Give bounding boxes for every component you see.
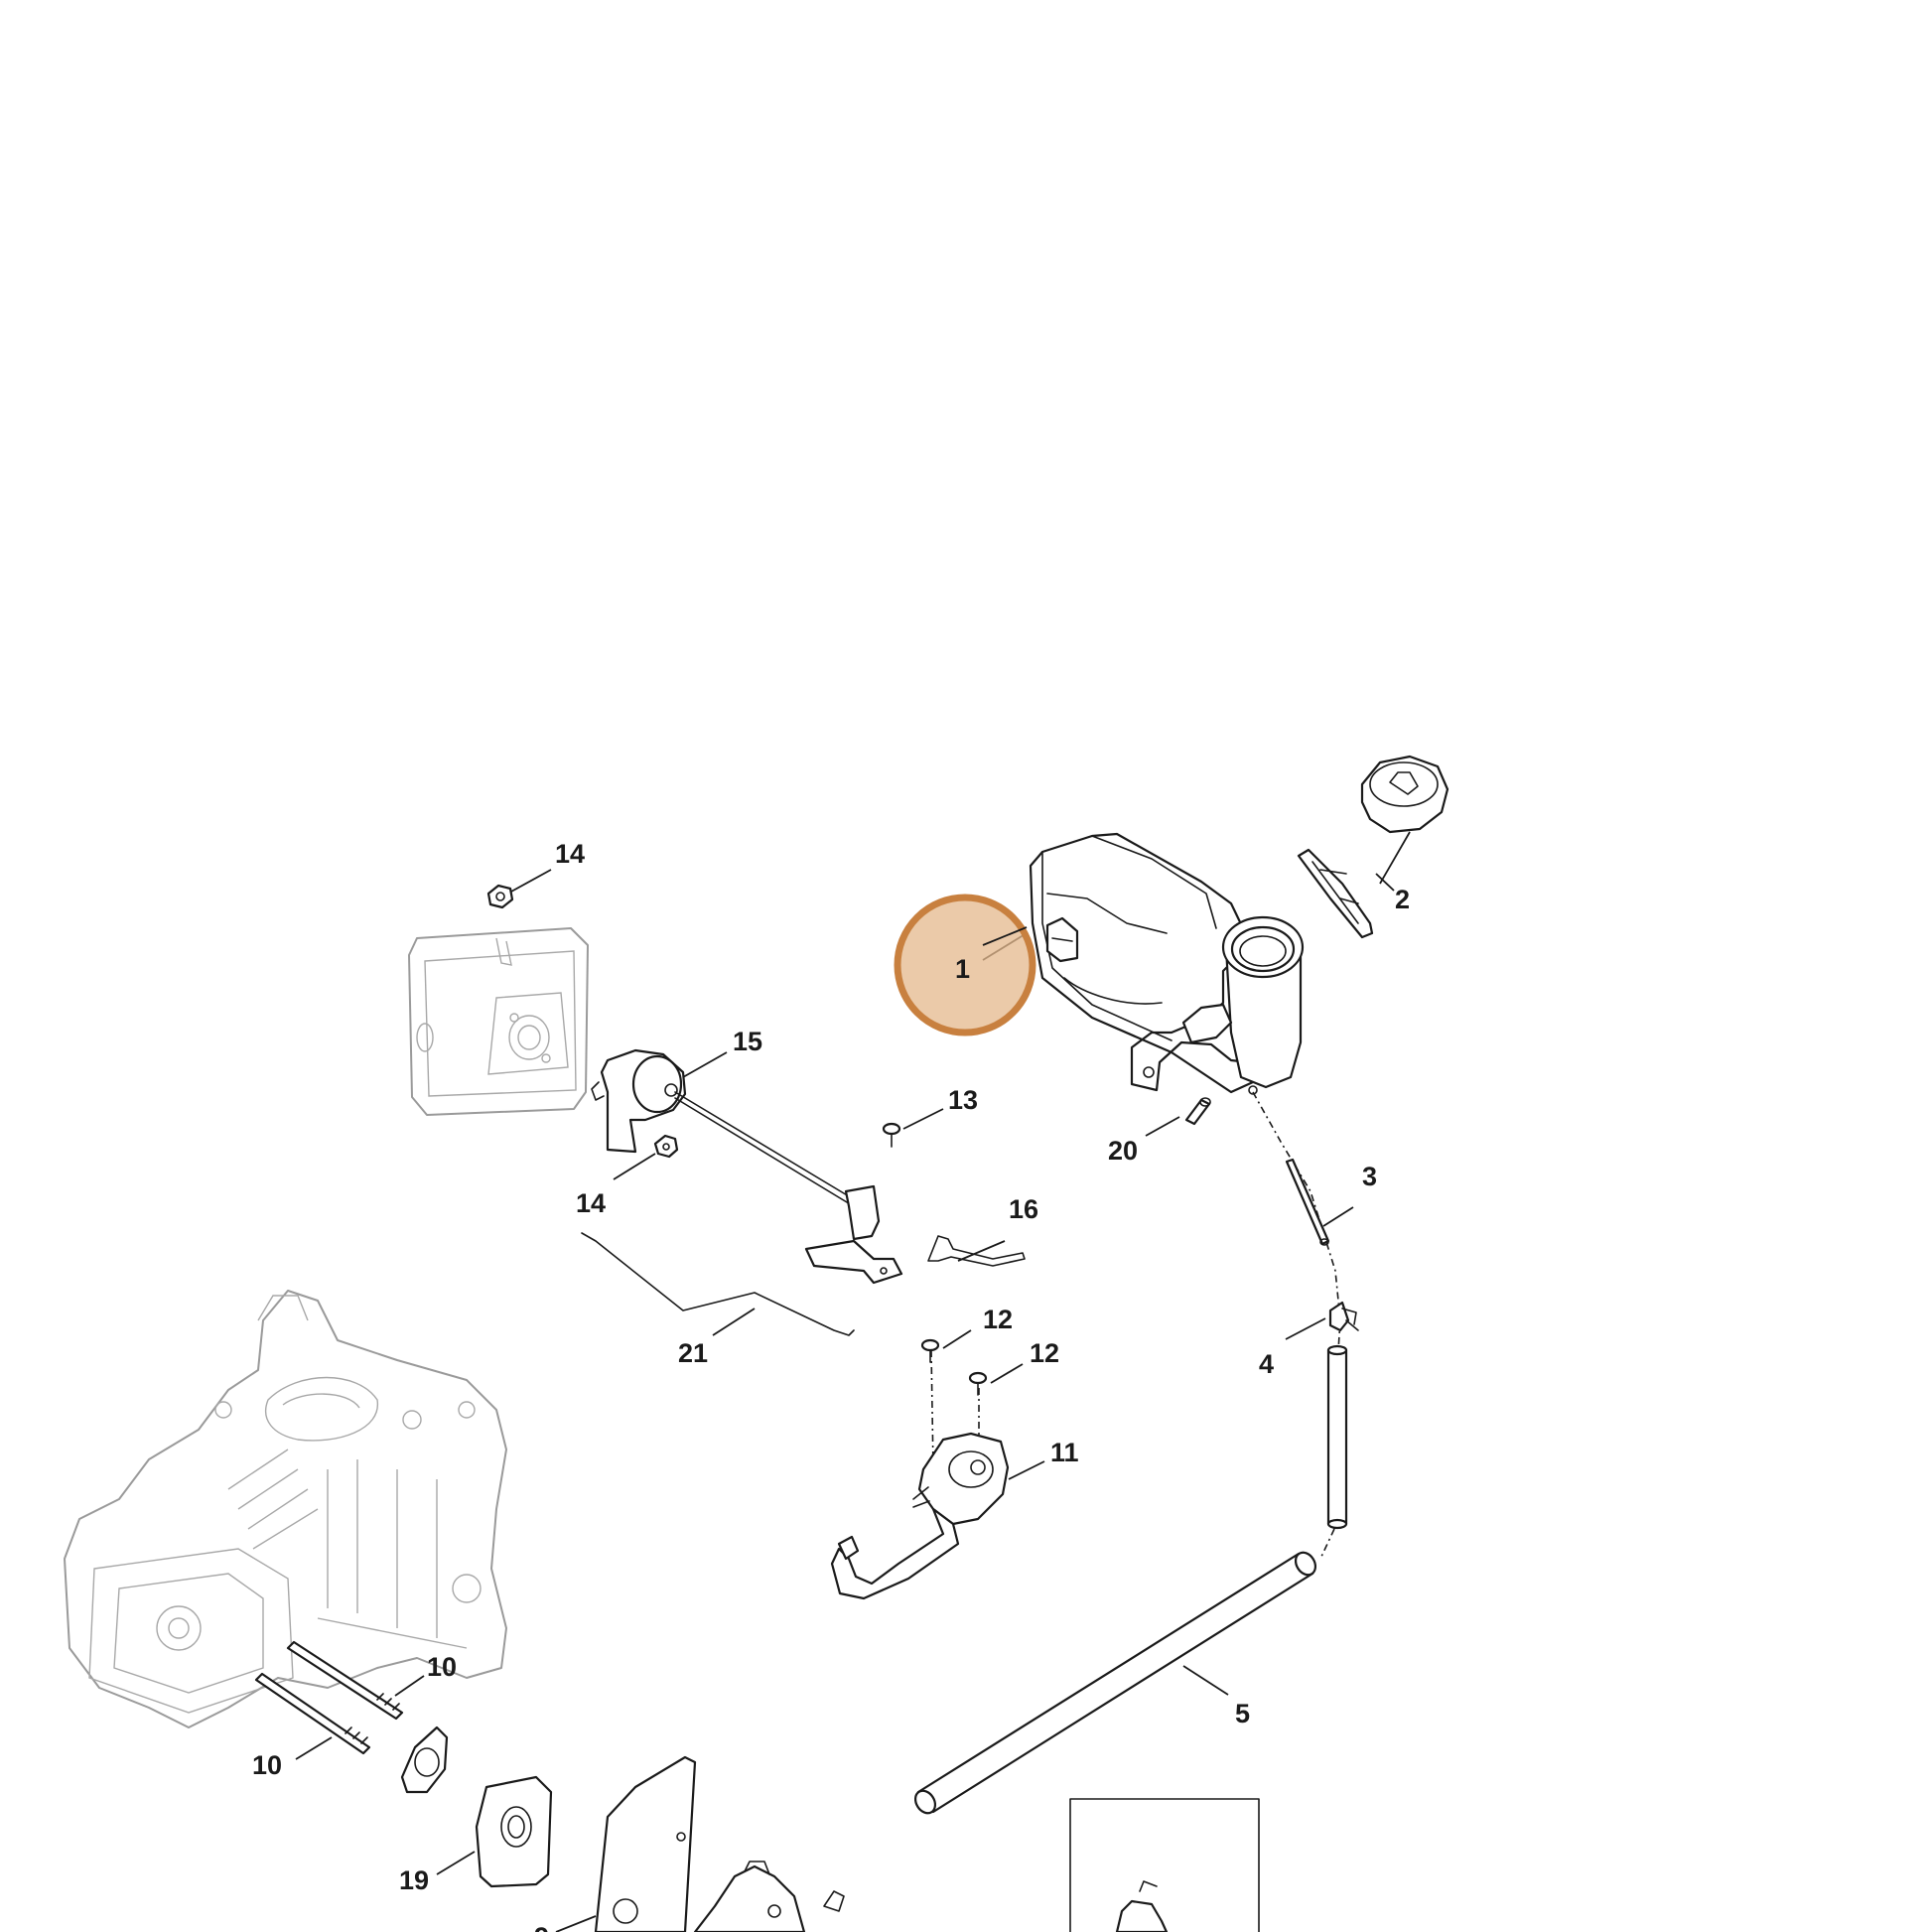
callout-20[interactable]: 20: [1108, 1136, 1138, 1166]
screws-12-drawing: [920, 1338, 988, 1396]
fuel-cap-2-drawing: [1297, 755, 1449, 939]
callout-5[interactable]: 5: [1235, 1699, 1250, 1728]
spacer-19-drawing: [475, 1775, 553, 1888]
callout-13[interactable]: 13: [948, 1085, 978, 1115]
callout-10-upper[interactable]: 10: [427, 1652, 457, 1682]
callout-9[interactable]: 9: [534, 1922, 549, 1932]
gasket-plate-9-drawing: [594, 1755, 697, 1932]
control-assembly-15-drawing: [591, 1048, 903, 1285]
fuel-filter-3-drawing: [1285, 1158, 1330, 1246]
hose-clip-4-drawing: [1328, 1301, 1359, 1332]
callout-16[interactable]: 16: [1009, 1194, 1038, 1224]
callout-15[interactable]: 15: [733, 1027, 762, 1056]
callout-12-upper[interactable]: 12: [983, 1305, 1013, 1334]
gasket-small-drawing: [400, 1725, 449, 1794]
inset-detail-box: [1069, 1798, 1260, 1932]
callout-10-lower[interactable]: 10: [252, 1750, 282, 1780]
studs-10-drawing: [254, 1640, 404, 1755]
selected-part-highlight[interactable]: [894, 894, 1036, 1036]
callout-14-lower[interactable]: 14: [576, 1188, 606, 1218]
callout-19[interactable]: 19: [399, 1865, 429, 1895]
callout-1[interactable]: 1: [955, 954, 970, 984]
nut-14-top-drawing: [486, 884, 514, 909]
fuel-hose-drawing: [1326, 1344, 1348, 1530]
callout-21[interactable]: 21: [678, 1338, 708, 1368]
callout-labels: 1 2 3 4 5 10 10 11 12 12 13 14 14 15 16 …: [252, 839, 1410, 1932]
rod-16-drawing: [927, 1235, 1026, 1267]
callout-3[interactable]: 3: [1362, 1162, 1377, 1191]
fuel-tank-1-drawing: [1029, 832, 1305, 1095]
nut-14-lower-drawing: [653, 1134, 679, 1159]
callout-12-lower[interactable]: 12: [1030, 1338, 1059, 1368]
fuel-pump-11-drawing: [830, 1432, 1010, 1600]
bolt-20-drawing: [1184, 1097, 1211, 1126]
callout-14-top[interactable]: 14: [555, 839, 585, 869]
callout-11[interactable]: 11: [1050, 1438, 1079, 1467]
callout-4[interactable]: 4: [1259, 1349, 1274, 1379]
long-hose-5-drawing: [913, 1551, 1317, 1815]
screw-13-drawing: [882, 1122, 901, 1148]
engine-block-drawing: [64, 1290, 507, 1728]
muffler-cover-drawing: [408, 927, 589, 1116]
callout-2[interactable]: 2: [1395, 885, 1410, 914]
wire-link-21-drawing: [581, 1232, 855, 1336]
carburetor-drawing: [693, 1861, 845, 1932]
